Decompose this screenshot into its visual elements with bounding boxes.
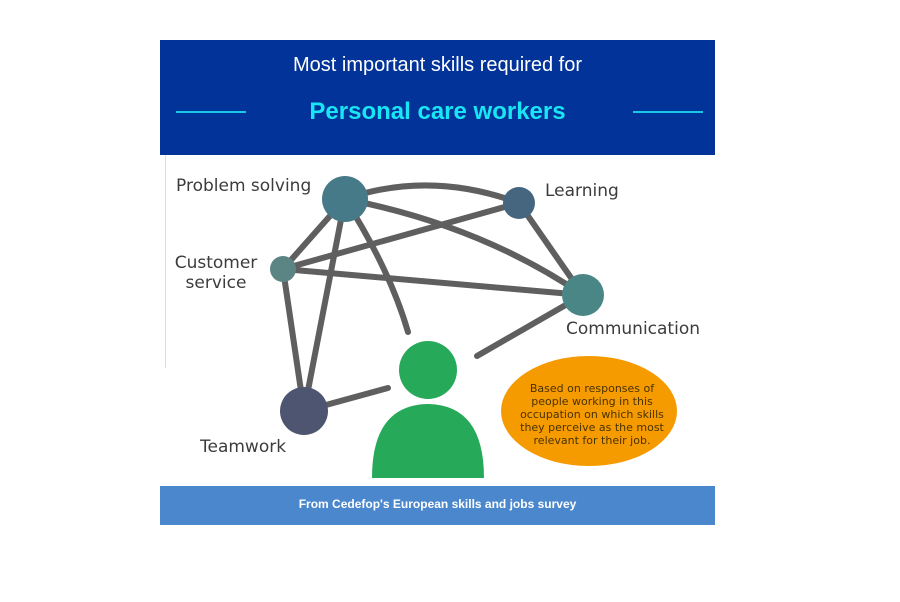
- header-banner: Most important skills required for Perso…: [160, 40, 715, 155]
- node-problem-solving: [322, 176, 368, 222]
- footer-source: From Cedefop's European skills and jobs …: [160, 486, 715, 525]
- header-rule-right: [633, 111, 703, 113]
- person-icon: [372, 341, 484, 478]
- edge-problem-learning: [342, 182, 522, 206]
- label-customer-service-line1: Customer: [175, 253, 258, 273]
- node-communication: [562, 274, 604, 316]
- note-line: relevant for their job.: [534, 434, 651, 447]
- node-learning: [503, 187, 535, 219]
- header-title: Personal care workers: [309, 98, 566, 125]
- header-subtitle: Most important skills required for: [293, 54, 582, 76]
- note-line: they perceive as the most: [520, 421, 664, 434]
- edge-learning-customer: [280, 200, 522, 272]
- note-line: occupation on which skills: [520, 408, 664, 421]
- note-line: Based on responses of: [530, 382, 655, 395]
- edge-problem-teamwork: [301, 196, 348, 414]
- edge-problem-communication: [342, 196, 586, 298]
- note-bubble: [501, 356, 677, 466]
- left-divider: [165, 155, 166, 368]
- note-line: people working in this: [531, 395, 653, 408]
- label-learning: Learning: [545, 181, 619, 201]
- label-teamwork: Teamwork: [199, 437, 286, 457]
- label-communication: Communication: [566, 319, 700, 339]
- node-customer-service: [270, 256, 296, 282]
- edge-customer-communication: [280, 266, 586, 298]
- label-problem-solving: Problem solving: [176, 176, 311, 196]
- header-rule-left: [176, 111, 246, 113]
- label-customer-service-line2: service: [186, 273, 247, 293]
- node-teamwork: [280, 387, 328, 435]
